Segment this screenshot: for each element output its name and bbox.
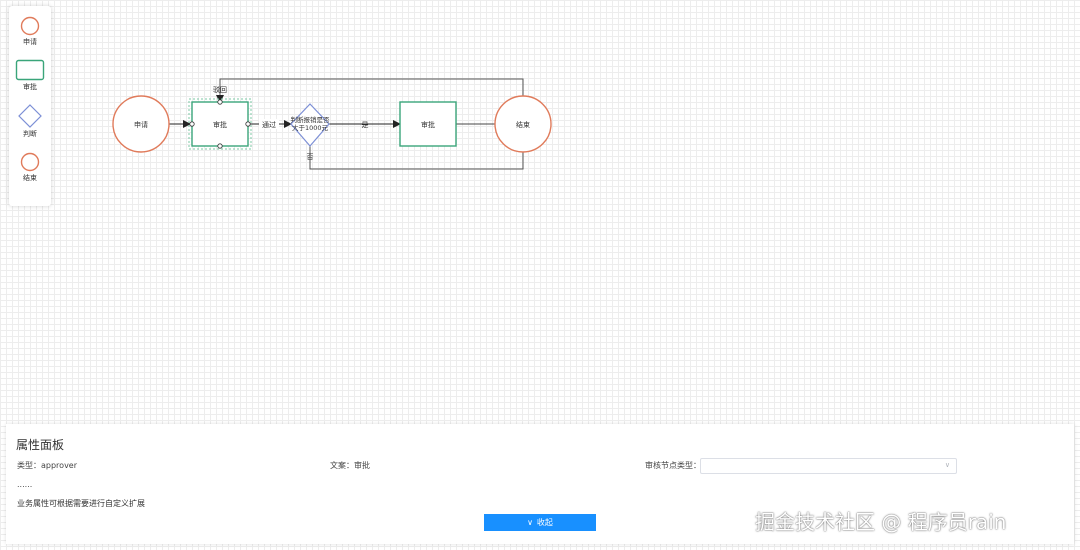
palette-label-start: 申请 bbox=[23, 38, 37, 46]
node-start[interactable]: 申请 bbox=[112, 95, 170, 153]
prop-type: 类型：approver bbox=[17, 460, 77, 471]
start-circle-icon bbox=[20, 16, 40, 36]
chevron-down-icon: ∨ bbox=[527, 517, 533, 527]
palette-label-end: 结束 bbox=[23, 174, 37, 182]
edge-pass-label: 通过 bbox=[262, 120, 276, 129]
palette-item-approve[interactable]: 审批 bbox=[9, 59, 51, 92]
edge-yes-label: 是 bbox=[362, 121, 369, 129]
edge-no[interactable]: 否 bbox=[307, 146, 524, 170]
node-approve-label: 审批 bbox=[213, 120, 227, 129]
flow-canvas[interactable]: 驳回 通过 是 否 申请 bbox=[0, 0, 1080, 420]
edge-yes[interactable]: 是 bbox=[329, 120, 401, 129]
panel-title: 属性面板 bbox=[16, 438, 65, 452]
property-panel: 属性面板 类型：approver 文案：审批 审核节点类型： ∨ ...... … bbox=[6, 424, 1074, 544]
prop-text-key: 文案： bbox=[330, 461, 354, 470]
node-start-label: 申请 bbox=[134, 120, 148, 129]
node-palette: 申请 审批 判断 结束 bbox=[9, 6, 51, 206]
prop-node-type-label: 审核节点类型： bbox=[645, 461, 701, 470]
edge-reject-label: 驳回 bbox=[213, 86, 227, 94]
palette-item-decision[interactable]: 判断 bbox=[9, 104, 51, 139]
approval-rect-icon bbox=[15, 59, 45, 81]
node-end[interactable]: 结束 bbox=[494, 95, 552, 153]
prop-type-key: 类型： bbox=[17, 461, 41, 470]
prop-text: 文案：审批 bbox=[330, 460, 370, 471]
anchor-left[interactable] bbox=[189, 121, 195, 127]
chevron-down-icon: ∨ bbox=[944, 461, 950, 469]
node-decision-label-line2: 大于1000元 bbox=[292, 123, 329, 132]
palette-label-approve: 审批 bbox=[23, 83, 37, 91]
node-approve-2-label: 审批 bbox=[421, 120, 435, 129]
panel-note: 业务属性可根据需要进行自定义扩展 bbox=[17, 499, 145, 508]
prop-type-value: approver bbox=[41, 461, 78, 470]
anchor-bottom[interactable] bbox=[217, 143, 223, 149]
diamond-icon bbox=[18, 104, 42, 128]
panel-ellipsis: ...... bbox=[17, 480, 33, 489]
node-decision-label-line1: 判断报销是否 bbox=[291, 115, 331, 124]
edge-pass[interactable]: 通过 bbox=[248, 119, 292, 129]
node-type-select[interactable]: ∨ bbox=[700, 458, 957, 474]
watermark: 掘金技术社区 @ 程序员rain bbox=[755, 510, 1007, 534]
collapse-button[interactable]: ∨ 收起 bbox=[484, 514, 596, 531]
anchor-right[interactable] bbox=[245, 121, 251, 127]
prop-text-value: 审批 bbox=[354, 461, 370, 470]
node-approve-2[interactable]: 审批 bbox=[399, 101, 457, 147]
collapse-button-label: 收起 bbox=[536, 518, 553, 527]
edge-no-label: 否 bbox=[307, 153, 314, 161]
node-decision[interactable]: 判断报销是否 大于1000元 bbox=[290, 103, 331, 147]
end-circle-icon bbox=[20, 152, 40, 172]
node-end-label: 结束 bbox=[516, 120, 530, 129]
edge-reject[interactable]: 驳回 bbox=[213, 78, 524, 103]
anchor-top[interactable] bbox=[217, 99, 223, 105]
palette-label-decision: 判断 bbox=[23, 130, 37, 138]
palette-item-end[interactable]: 结束 bbox=[9, 152, 51, 183]
node-approve-selected[interactable]: 审批 bbox=[188, 98, 252, 150]
palette-item-start[interactable]: 申请 bbox=[9, 16, 51, 47]
